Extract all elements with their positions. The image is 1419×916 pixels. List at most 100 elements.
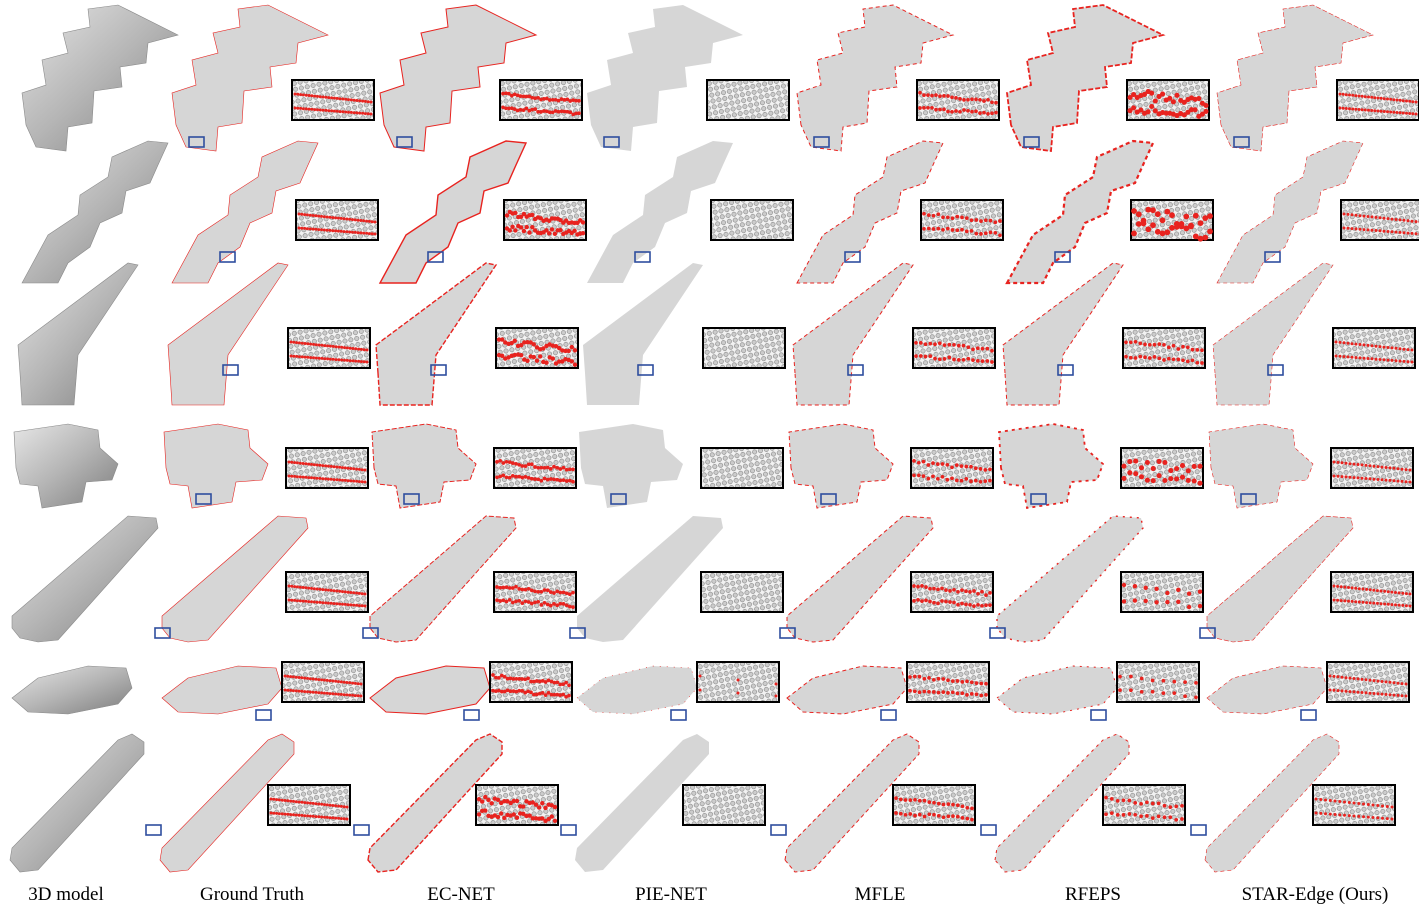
edge-point bbox=[494, 675, 498, 680]
edge-point bbox=[524, 106, 529, 111]
edge-point bbox=[332, 96, 336, 100]
row-2-curved-plate-ground-truth-panel bbox=[171, 140, 379, 284]
edge-point bbox=[960, 691, 965, 696]
edge-point bbox=[370, 220, 374, 224]
edge-point bbox=[923, 354, 928, 359]
edge-point bbox=[1150, 478, 1156, 484]
edge-point bbox=[946, 94, 950, 98]
edge-point bbox=[526, 600, 531, 604]
edge-point bbox=[1404, 604, 1408, 608]
edge-point bbox=[894, 796, 898, 800]
edge-point bbox=[986, 97, 990, 102]
edge-point bbox=[1156, 94, 1162, 100]
edge-point bbox=[496, 337, 502, 342]
edge-point bbox=[341, 590, 344, 594]
edge-point bbox=[529, 601, 534, 606]
edge-point bbox=[1121, 599, 1127, 604]
edge-point bbox=[308, 814, 312, 818]
edge-point bbox=[969, 680, 974, 685]
edge-point bbox=[292, 340, 296, 344]
zoom-region-box bbox=[1267, 364, 1284, 376]
edge-point bbox=[495, 460, 499, 464]
edge-point bbox=[998, 233, 1002, 238]
edge-point bbox=[565, 97, 570, 102]
edge-point bbox=[1402, 347, 1406, 351]
edge-point bbox=[1174, 817, 1179, 822]
edge-point bbox=[1162, 459, 1168, 466]
edge-point bbox=[293, 474, 297, 478]
edge-point bbox=[331, 344, 335, 348]
edge-point bbox=[507, 228, 512, 233]
edge-point bbox=[346, 479, 350, 483]
edge-point bbox=[1370, 228, 1374, 232]
edge-point bbox=[483, 808, 488, 813]
row-1-stepped-plate-ec-net-panel bbox=[379, 4, 583, 152]
edge-point bbox=[538, 354, 543, 359]
edge-point bbox=[499, 689, 504, 694]
zoom-inset-points bbox=[696, 661, 780, 703]
edge-point bbox=[1398, 230, 1402, 234]
edge-point bbox=[337, 680, 340, 684]
zoom-inset bbox=[495, 327, 579, 369]
edge-point bbox=[912, 584, 916, 588]
edge-point bbox=[1360, 94, 1364, 98]
edge-point bbox=[526, 676, 530, 681]
edge-point bbox=[1408, 480, 1412, 484]
edge-point bbox=[983, 479, 988, 483]
edge-point bbox=[1410, 348, 1414, 352]
edge-point bbox=[1339, 599, 1343, 603]
edge-point bbox=[950, 465, 954, 470]
edge-point bbox=[1183, 213, 1190, 220]
edge-point bbox=[300, 813, 304, 817]
edge-point bbox=[307, 462, 311, 466]
edge-point bbox=[359, 231, 363, 235]
edge-point bbox=[546, 816, 551, 822]
edge-point bbox=[1381, 816, 1384, 820]
edge-point bbox=[965, 805, 970, 810]
edge-point bbox=[1340, 675, 1344, 679]
edge-point bbox=[983, 231, 988, 236]
edge-point bbox=[339, 817, 343, 821]
edge-point bbox=[509, 340, 514, 346]
edge-point bbox=[553, 97, 558, 102]
zoom-region-box bbox=[1090, 709, 1107, 721]
edge-point bbox=[1197, 463, 1203, 469]
edge-point bbox=[502, 799, 507, 804]
edge-point bbox=[1160, 91, 1166, 97]
edge-point bbox=[932, 812, 936, 817]
row-6-notched-plate-mfle-panel bbox=[786, 661, 990, 721]
zoom-inset bbox=[910, 571, 994, 613]
edge-point bbox=[283, 674, 287, 678]
edge-point bbox=[290, 460, 294, 464]
edge-point bbox=[1410, 219, 1414, 223]
point-cloud-surface bbox=[1213, 263, 1333, 405]
edge-point bbox=[324, 95, 328, 99]
edge-point bbox=[1384, 680, 1388, 684]
edge-point bbox=[1152, 355, 1157, 359]
edge-point bbox=[297, 226, 301, 230]
row-7-slot-plate-mfle-panel bbox=[770, 733, 976, 873]
edge-point bbox=[1366, 815, 1370, 819]
edge-point bbox=[1410, 360, 1414, 364]
edge-point bbox=[299, 106, 303, 110]
edge-point bbox=[343, 478, 347, 482]
edge-point bbox=[349, 467, 353, 470]
edge-point bbox=[295, 354, 299, 358]
edge-point bbox=[1376, 478, 1380, 481]
edge-point bbox=[1183, 680, 1187, 684]
edge-point bbox=[1388, 680, 1392, 684]
edge-point bbox=[272, 811, 276, 815]
edge-point bbox=[327, 96, 331, 100]
column-label-pie-net: PIE-NET bbox=[635, 884, 707, 905]
edge-point bbox=[339, 680, 343, 684]
edge-point bbox=[1342, 212, 1346, 216]
edge-point bbox=[955, 679, 960, 683]
edge-point bbox=[1138, 341, 1143, 346]
edge-point bbox=[1179, 463, 1186, 469]
edge-point bbox=[1197, 235, 1204, 242]
edge-point bbox=[932, 586, 936, 591]
edge-point bbox=[313, 94, 317, 98]
edge-point bbox=[1348, 462, 1352, 466]
edge-point bbox=[1406, 348, 1410, 352]
edge-point bbox=[1368, 601, 1372, 605]
